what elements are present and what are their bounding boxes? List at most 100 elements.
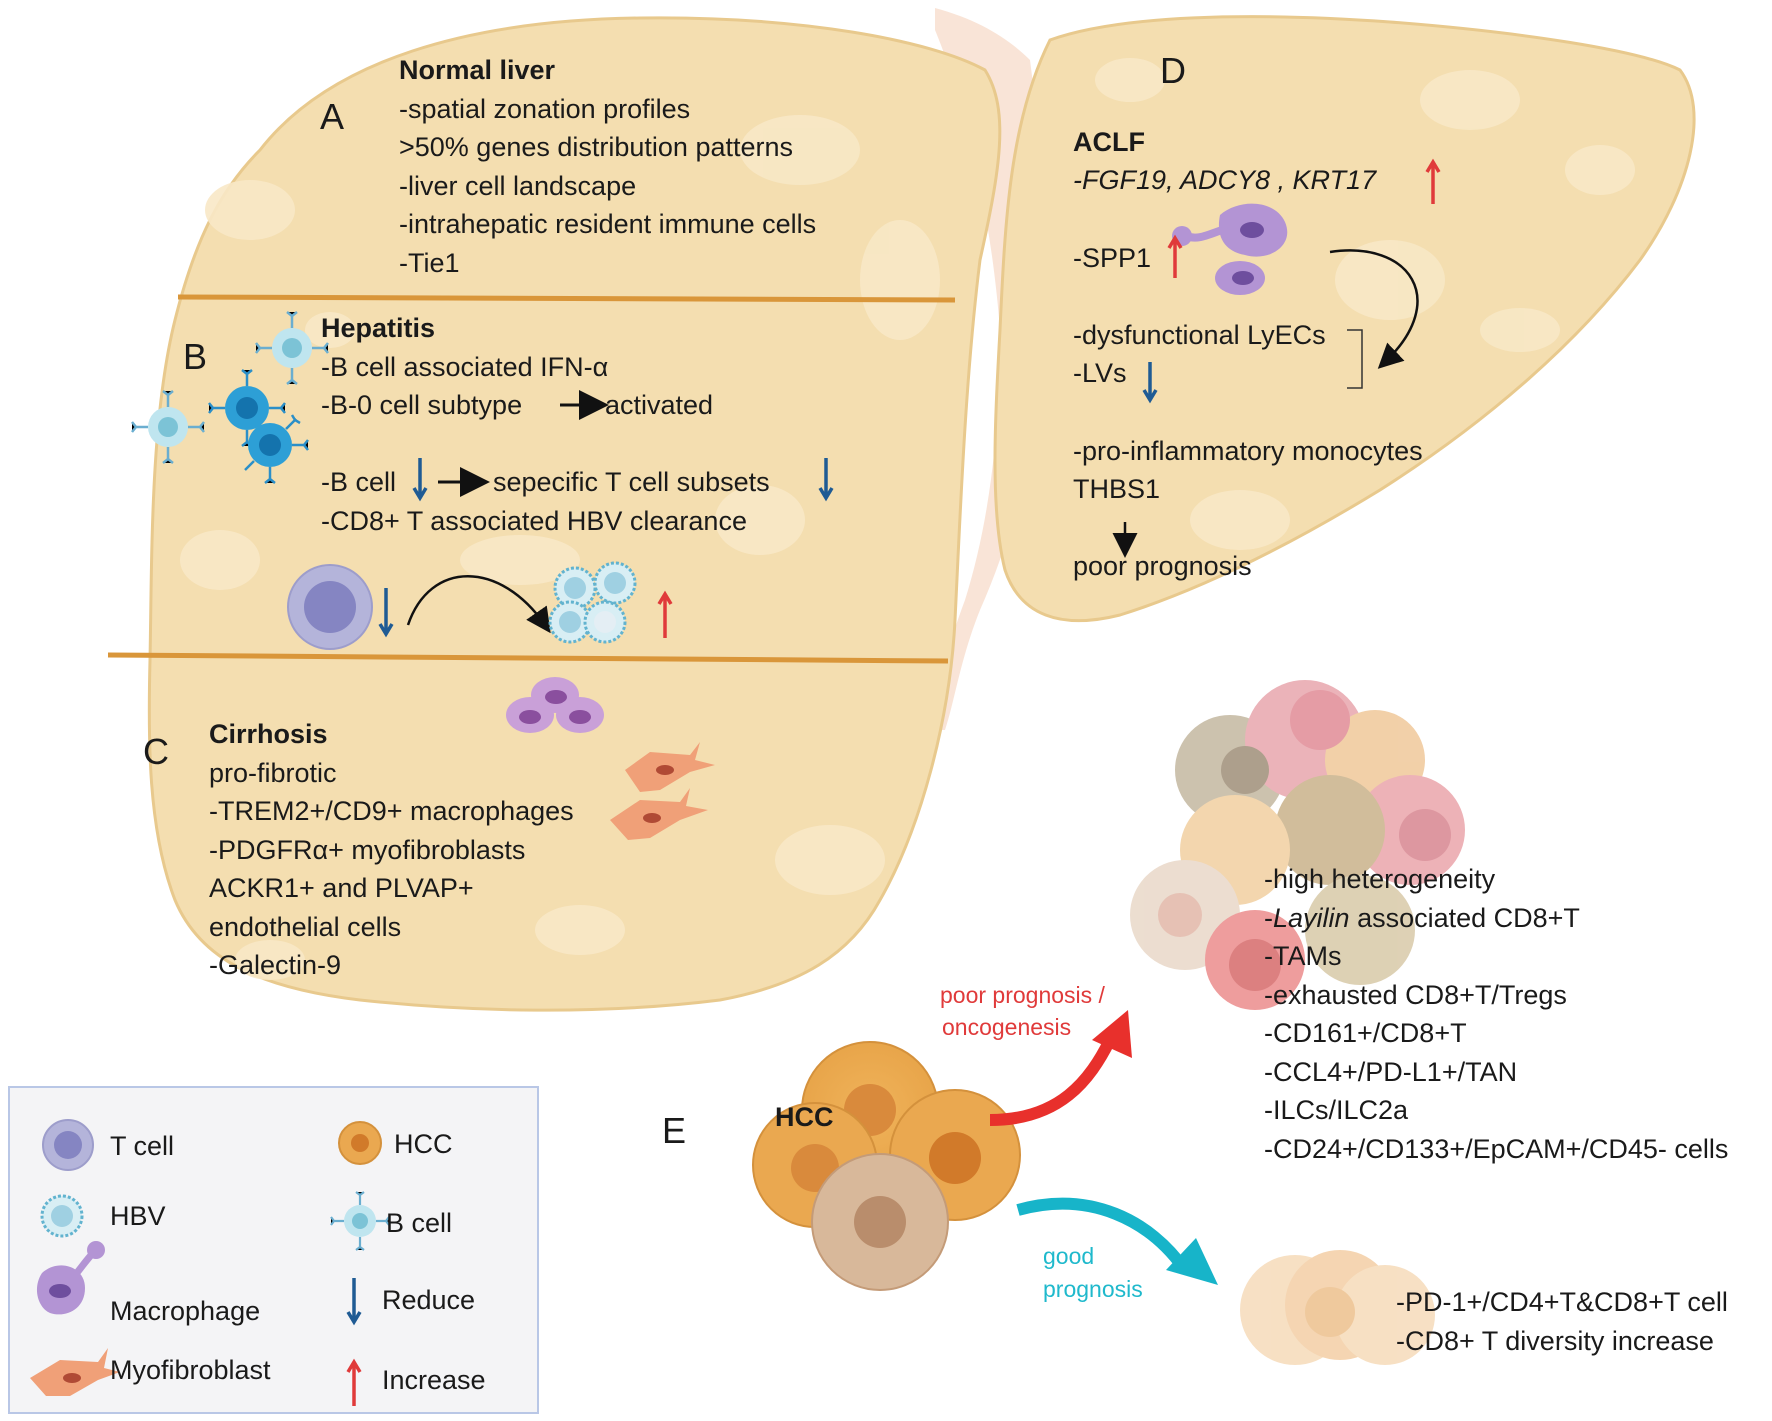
arrow-macrophage-to-lyecs <box>1329 249 1419 369</box>
good-label-line2: prognosis <box>1043 1276 1143 1302</box>
section-b-text: Hepatitis -B cell associated IFN-α -B-0 … <box>321 309 770 540</box>
section-b-title: Hepatitis <box>321 313 436 343</box>
legend-reduce-label: Reduce <box>382 1285 476 1315</box>
hcc-icon <box>752 1041 1021 1291</box>
section-a-title: Normal liver <box>399 55 556 85</box>
liver-right-lobe <box>993 15 1696 623</box>
good-prognosis-list: -PD-1+/CD4+T&CD8+T cell -CD8+ T diversit… <box>1396 1283 1728 1360</box>
poor-list-item: -CCL4+/PD-L1+/TAN <box>1264 1056 1518 1087</box>
arrow-t-to-hbv <box>406 575 551 634</box>
section-a-line: -liver cell landscape <box>399 170 637 201</box>
legend-reduce-icon <box>346 1278 362 1326</box>
section-a-line: -Tie1 <box>399 247 460 278</box>
legend-macrophage-label: Macrophage <box>110 1296 261 1326</box>
section-d-prognosis: poor prognosis <box>1073 551 1252 581</box>
poor-list-item: -CD24+/CD133+/EpCAM+/CD45- cells <box>1264 1133 1729 1164</box>
section-b-line2-right: activated <box>605 390 714 420</box>
legend-icons <box>30 1119 390 1406</box>
hbv-icon <box>548 561 637 644</box>
section-b-line3-right: sepecific T cell subsets <box>493 467 770 497</box>
section-d-genes: -FGF19, ADCY8 , KRT17 <box>1073 165 1377 195</box>
increase-arrow-icon <box>1167 158 1441 278</box>
macrophage-icon <box>1172 203 1288 295</box>
section-b-line2-left: -B-0 cell subtype <box>321 390 523 420</box>
legend-macrophage-icon <box>36 1241 105 1315</box>
good-prognosis-arrow <box>1016 1197 1218 1285</box>
poor-list-item: -exhausted CD8+T/Tregs <box>1264 979 1567 1010</box>
section-c-line: -TREM2+/CD9+ macrophages <box>209 796 574 826</box>
section-d-lvs: -LVs <box>1073 358 1127 388</box>
good-list-item: -CD8+ T diversity increase <box>1396 1325 1714 1356</box>
legend-b-cell-icon <box>330 1191 390 1251</box>
section-e-letter: E <box>662 1110 687 1151</box>
tumor-poor-icon <box>1130 680 1465 1010</box>
section-c-line: -Galectin-9 <box>209 950 342 980</box>
legend-hcc-label: HCC <box>394 1129 453 1159</box>
section-b-line3: -B cell sepecific T cell subsets <box>321 463 770 502</box>
legend-increase-label: Increase <box>382 1365 486 1395</box>
legend-hbv-label: HBV <box>110 1201 166 1231</box>
legend-increase-icon <box>346 1358 362 1406</box>
legend: T cell HCC HBV B cell Macrophage Reduce … <box>8 1086 539 1414</box>
tumor-good-icon <box>1240 1250 1435 1365</box>
legend-hbv-icon <box>40 1194 84 1238</box>
section-a-line: -spatial zonation profiles <box>399 93 691 124</box>
section-d-letter: D <box>1160 50 1186 91</box>
section-b-line4: -CD8+ T associated HBV clearance <box>321 505 747 536</box>
legend-hcc-icon <box>338 1121 382 1165</box>
poor-prognosis-arrow <box>989 1010 1132 1126</box>
increase-arrow-icon <box>657 590 673 638</box>
myofibroblast-icon <box>610 742 715 840</box>
section-b-spacer <box>321 425 747 464</box>
section-b-line1: -B cell associated IFN-α <box>321 351 609 382</box>
good-label-line1: good <box>1043 1243 1095 1269</box>
poor-label-line2: oncogenesis <box>942 1014 1072 1040</box>
section-c-letter: C <box>143 731 169 772</box>
poor-prognosis-list: -high heterogeneity -Layilin associated … <box>1264 860 1728 1168</box>
poor-prognosis-label: poor prognosis / oncogenesis <box>940 979 1105 1043</box>
section-c-line: pro-fibrotic <box>209 757 337 788</box>
legend-t-cell-label: T cell <box>110 1131 175 1161</box>
bracket <box>1347 329 1363 389</box>
poor-list-item: -high heterogeneity <box>1264 864 1496 894</box>
good-list-item: -PD-1+/CD4+T&CD8+T cell <box>1396 1287 1728 1317</box>
section-d-spp1: -SPP1 <box>1073 243 1152 273</box>
section-d-lyecs: -dysfunctional LyECs <box>1073 320 1326 350</box>
poor-list-item: -TAMs <box>1264 941 1342 971</box>
poor-label-line1: poor prognosis / <box>940 982 1105 1008</box>
section-c-title: Cirrhosis <box>209 719 328 749</box>
layilin-rest: associated CD8+T <box>1357 902 1580 933</box>
poor-list-item: -CD161+/CD8+T <box>1264 1018 1467 1048</box>
poor-list-item-layilin: -Layilin associated CD8+T <box>1264 899 1728 938</box>
good-prognosis-label: good prognosis <box>1043 1240 1143 1306</box>
poor-list-item: -ILCs/ILC2a <box>1264 1095 1409 1125</box>
layilin-gene: Layilin <box>1273 902 1350 933</box>
liver-texture <box>180 58 1635 980</box>
section-c-line: endothelial cells <box>209 911 402 942</box>
section-c-text: Cirrhosis pro-fibrotic -TREM2+/CD9+ macr… <box>209 715 574 985</box>
layilin-prefix: - <box>1264 902 1273 933</box>
section-c-line: -PDGFRα+ myofibroblasts <box>209 834 526 865</box>
t-cell-icon <box>287 564 373 650</box>
divider-bc <box>107 652 949 664</box>
reduce-arrow-icon <box>1142 362 1158 404</box>
section-a-line: -intrahepatic resident immune cells <box>399 209 817 239</box>
section-d-monocytes: -pro-inflammatory monocytes <box>1073 436 1423 466</box>
b-cell-icon <box>131 311 329 484</box>
section-a-letter: A <box>320 96 345 137</box>
legend-myofibroblast-icon <box>30 1348 120 1396</box>
section-a-text: Normal liver -spatial zonation profiles … <box>399 51 816 282</box>
hcc-label: HCC <box>775 1102 834 1132</box>
legend-myofibroblast-label: Myofibroblast <box>110 1355 271 1385</box>
section-c-line: ACKR1+ and PLVAP+ <box>209 873 474 903</box>
legend-b-cell-label: B cell <box>386 1208 453 1238</box>
section-d-title: ACLF <box>1073 127 1145 157</box>
section-a-line: >50% genes distribution patterns <box>399 132 794 162</box>
macrophage-cluster-icon <box>506 677 604 733</box>
section-b-line3-left: -B cell <box>321 467 397 497</box>
reduce-arrow-icon <box>378 458 834 638</box>
section-b-line2: -B-0 cell subtype activated <box>321 386 747 425</box>
section-b-letter: B <box>183 336 208 377</box>
divider-ab <box>177 294 956 303</box>
section-d-thbs1: THBS1 <box>1073 474 1161 504</box>
